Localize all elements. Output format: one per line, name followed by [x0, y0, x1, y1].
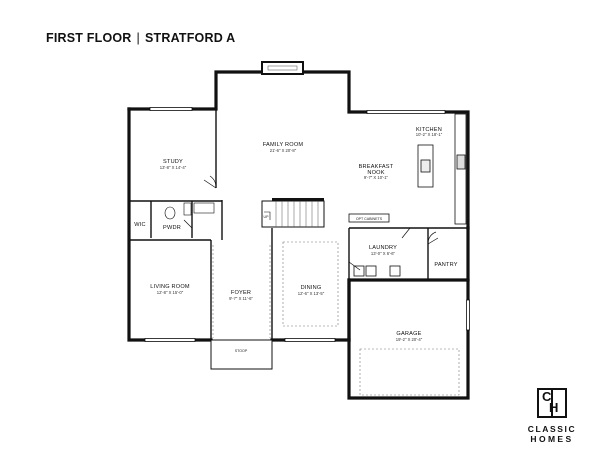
monogram-divider	[551, 388, 553, 418]
garage-name: GARAGE	[396, 331, 421, 337]
family-room-dims: 21'-6" X 20'-8"	[270, 148, 297, 153]
wall-kitchen-east	[443, 110, 470, 230]
wall-north-top	[127, 70, 264, 111]
brand-line2: HOMES	[530, 434, 574, 444]
powder-fixtures	[164, 202, 215, 220]
monogram-left: C	[542, 389, 552, 404]
window-living	[144, 338, 196, 342]
kitchen-name: KITCHEN	[416, 127, 442, 133]
floor-label: FIRST FLOOR	[46, 31, 132, 45]
toilet	[164, 206, 176, 220]
window-garage	[466, 299, 470, 331]
doors	[183, 175, 439, 271]
laundry-dims: 13'-0" X 6'-6"	[371, 251, 396, 256]
dining-tray	[282, 241, 339, 327]
plan-title: FIRST FLOOR | STRATFORD A	[46, 31, 235, 45]
garage-dims: 19'-2" X 20'-4"	[396, 337, 423, 342]
breakfast-nook-dims: 9'-7" X 10'-1"	[364, 175, 389, 180]
laundry-washer	[353, 265, 365, 277]
vanity	[183, 202, 192, 216]
kitchen-sink	[420, 159, 431, 173]
door-pwdr	[183, 219, 193, 229]
study-name: STUDY	[163, 159, 183, 165]
foyer-dims: 9'-7" X 11'-6"	[229, 296, 253, 301]
foyer-name: FOYER	[231, 290, 251, 296]
staircase	[261, 198, 325, 228]
door-pantry	[427, 231, 439, 245]
window-family	[366, 110, 446, 114]
opt-cabinets	[348, 213, 390, 223]
living-room-dims: 12'-8" X 15'-0"	[157, 290, 184, 295]
monogram-right: H	[549, 400, 559, 415]
kitchen-dims: 10'-2" X 18'-1"	[416, 132, 443, 137]
stair-up-label: UP	[264, 215, 270, 219]
brand-monogram: C H	[537, 388, 567, 418]
study-dims: 13'-8" X 14'-4"	[160, 165, 187, 170]
ceiling-lines	[212, 241, 460, 396]
window-dining	[284, 338, 336, 342]
breakfast-nook-name-2: NOOK	[367, 170, 384, 176]
room-labels: FAMILY ROOM 21'-6" X 20'-8" KITCHEN 10'-…	[134, 127, 457, 353]
brand-line1: CLASSIC	[527, 424, 577, 434]
laundry-dryer	[365, 265, 377, 277]
brand-logo: C H CLASSIC HOMES	[522, 388, 582, 444]
laundry-sink	[389, 265, 401, 277]
garage-door	[359, 348, 460, 396]
door-garage	[348, 261, 361, 271]
wall-north-top-right	[301, 70, 369, 114]
door-laundry	[401, 227, 411, 239]
door-study	[203, 175, 217, 189]
title-separator: |	[136, 31, 140, 45]
breakfast-nook-name-1: BREAKFAST	[359, 164, 394, 170]
coat-closet	[193, 202, 215, 214]
dining-name: DINING	[301, 285, 322, 291]
family-room-name: FAMILY ROOM	[263, 142, 304, 148]
wic-name: WIC	[134, 222, 145, 228]
living-room-name: LIVING ROOM	[150, 284, 190, 290]
stoop-name: STOOP	[235, 349, 248, 353]
kitchen-cabinets	[348, 113, 467, 277]
interior-walls	[129, 109, 468, 340]
windows	[144, 107, 470, 342]
fireplace	[261, 61, 304, 75]
window-study	[149, 107, 193, 111]
pantry-name: PANTRY	[434, 262, 457, 268]
stoop	[210, 339, 273, 370]
laundry-name: LAUNDRY	[369, 245, 397, 251]
kitchen-range	[456, 154, 466, 170]
opt-cabinets-label: OPT CABINETS	[356, 217, 383, 221]
plan-name: STRATFORD A	[144, 31, 236, 45]
dining-dims: 12'-6" X 13'-5"	[298, 291, 325, 296]
pwdr-name: PWDR	[163, 225, 181, 231]
